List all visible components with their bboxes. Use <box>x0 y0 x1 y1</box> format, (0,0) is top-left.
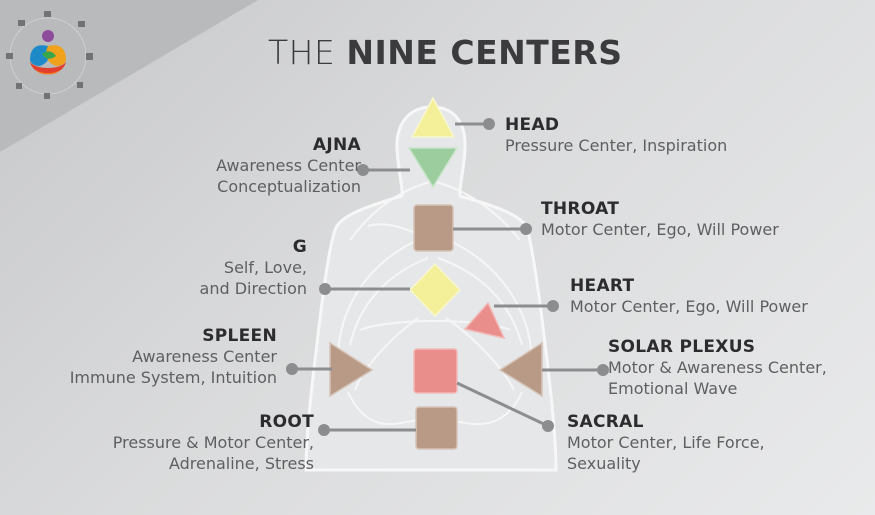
solar-plexus-label: SOLAR PLEXUS Motor & Awareness Center, E… <box>608 337 827 399</box>
ajna-label: AJNA Awareness Center Conceptualization <box>216 135 361 197</box>
spleen-description-1: Awareness Center <box>132 347 277 366</box>
root-description-2: Adrenaline, Stress <box>168 453 314 473</box>
root-description-1: Pressure & Motor Center, <box>112 433 314 452</box>
page-title: THE NINE CENTERS <box>268 33 622 72</box>
solar-plexus-description-2: Emotional Wave <box>608 378 738 398</box>
g-description-2: and Direction <box>199 278 307 298</box>
solar-plexus-description-1: Motor & Awareness Center, <box>608 358 827 377</box>
title-light: THE <box>268 33 336 72</box>
head-label: HEAD Pressure Center, Inspiration <box>505 115 727 157</box>
ajna-center <box>407 147 459 189</box>
g-name: G <box>292 237 307 257</box>
sacral-center <box>413 348 458 394</box>
root-center <box>415 406 458 450</box>
sacral-label: SACRAL Motor Center, Life Force, Sexuali… <box>567 412 765 474</box>
head-name: HEAD <box>505 115 560 135</box>
head-description: Pressure Center, Inspiration <box>505 136 728 155</box>
g-label: G Self, Love, and Direction <box>200 237 307 299</box>
solar-plexus-name: SOLAR PLEXUS <box>608 337 756 357</box>
heart-label: HEART Motor Center, Ego, Will Power <box>570 276 808 318</box>
spleen-label: SPLEEN Awareness Center Immune System, I… <box>70 326 277 388</box>
throat-label: THROAT Motor Center, Ego, Will Power <box>541 199 779 241</box>
head-center <box>410 96 456 138</box>
sacral-name: SACRAL <box>567 412 644 432</box>
ajna-description-2: Conceptualization <box>217 176 361 196</box>
root-name: ROOT <box>259 412 314 432</box>
connector-lines <box>286 118 609 436</box>
sacral-description-2: Sexuality <box>567 453 641 473</box>
throat-center <box>413 204 454 252</box>
g-description-1: Self, Love, <box>223 258 307 277</box>
heart-name: HEART <box>570 276 635 296</box>
ajna-name: AJNA <box>312 135 361 155</box>
root-label: ROOT Pressure & Motor Center, Adrenaline… <box>113 412 314 474</box>
heart-description: Motor Center, Ego, Will Power <box>570 297 808 316</box>
spleen-name: SPLEEN <box>202 326 277 346</box>
throat-description: Motor Center, Ego, Will Power <box>541 220 779 239</box>
sacral-description-1: Motor Center, Life Force, <box>567 433 765 452</box>
spleen-description-2: Immune System, Intuition <box>69 367 277 387</box>
g-center <box>408 262 462 318</box>
title-bold: NINE CENTERS <box>346 33 623 72</box>
heart-center <box>463 301 506 340</box>
ajna-description-1: Awareness Center <box>216 156 361 175</box>
bodygraph-logo-icon <box>6 11 93 99</box>
throat-name: THROAT <box>541 199 620 219</box>
